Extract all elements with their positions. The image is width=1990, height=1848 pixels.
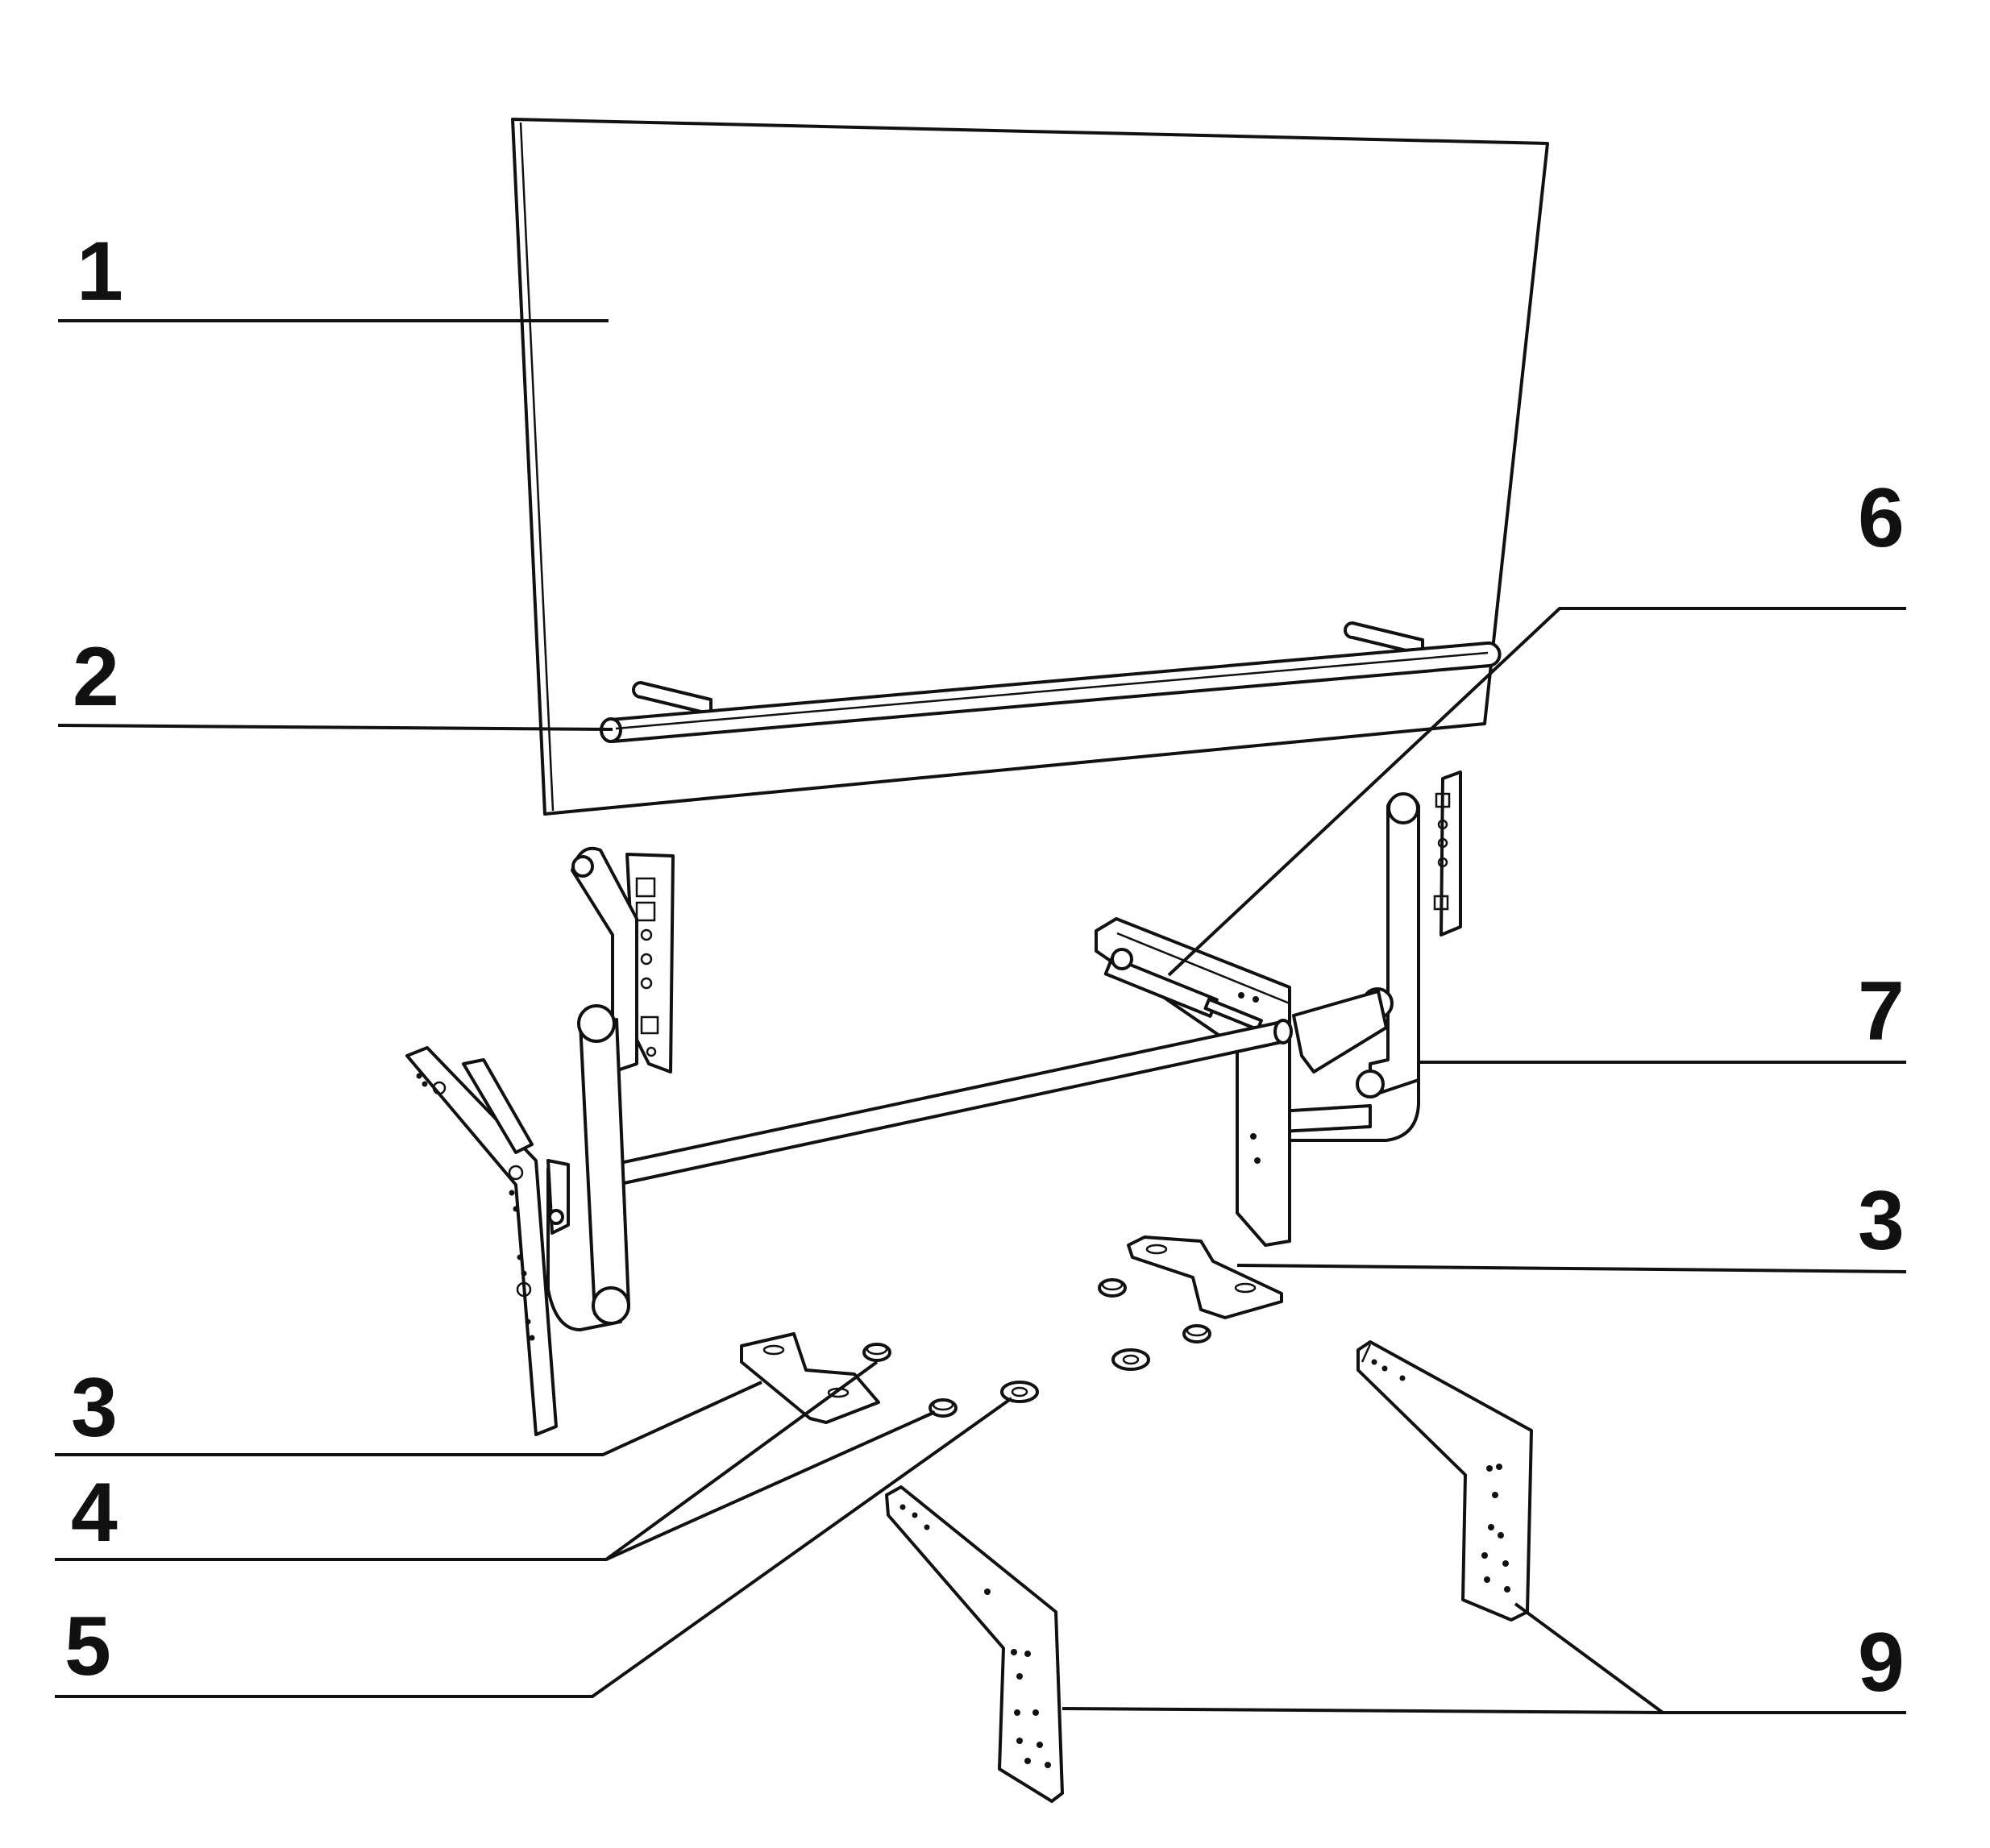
leader-3-right xyxy=(1236,1264,1907,1273)
panel xyxy=(511,118,1549,816)
l-leg-right xyxy=(1356,1340,1533,1622)
label-9: 9 xyxy=(1858,1616,1905,1709)
leader-2 xyxy=(57,724,613,731)
label-2: 2 xyxy=(73,630,119,724)
left-hinge-bracket xyxy=(405,846,675,1436)
l-leg-left xyxy=(885,1485,1064,1803)
triangular-plate-right xyxy=(1127,1235,1283,1319)
cross-bar xyxy=(611,1019,1293,1186)
part-labels: 1 2 6 7 3 3 4 5 9 xyxy=(64,225,1905,1709)
leader-9a xyxy=(1514,1602,1906,1714)
leader-6 xyxy=(1167,607,1906,977)
leader-4a xyxy=(55,1360,879,1561)
leader-lines xyxy=(55,319,1907,1714)
label-3-right: 3 xyxy=(1858,1174,1905,1268)
label-3-left: 3 xyxy=(71,1361,118,1455)
label-5: 5 xyxy=(64,1600,111,1693)
gas-spring xyxy=(1103,948,1263,1032)
leader-3-left xyxy=(55,1381,762,1456)
leader-9b xyxy=(1061,1707,1664,1714)
label-1: 1 xyxy=(77,225,123,318)
rod-bar xyxy=(600,621,1502,743)
washers xyxy=(1000,1348,1150,1403)
leader-4b xyxy=(605,1410,936,1561)
spacers xyxy=(862,1278,1211,1418)
leader-5 xyxy=(55,1397,1013,1698)
label-6: 6 xyxy=(1858,471,1905,565)
label-7: 7 xyxy=(1858,965,1905,1058)
label-4: 4 xyxy=(71,1466,118,1559)
